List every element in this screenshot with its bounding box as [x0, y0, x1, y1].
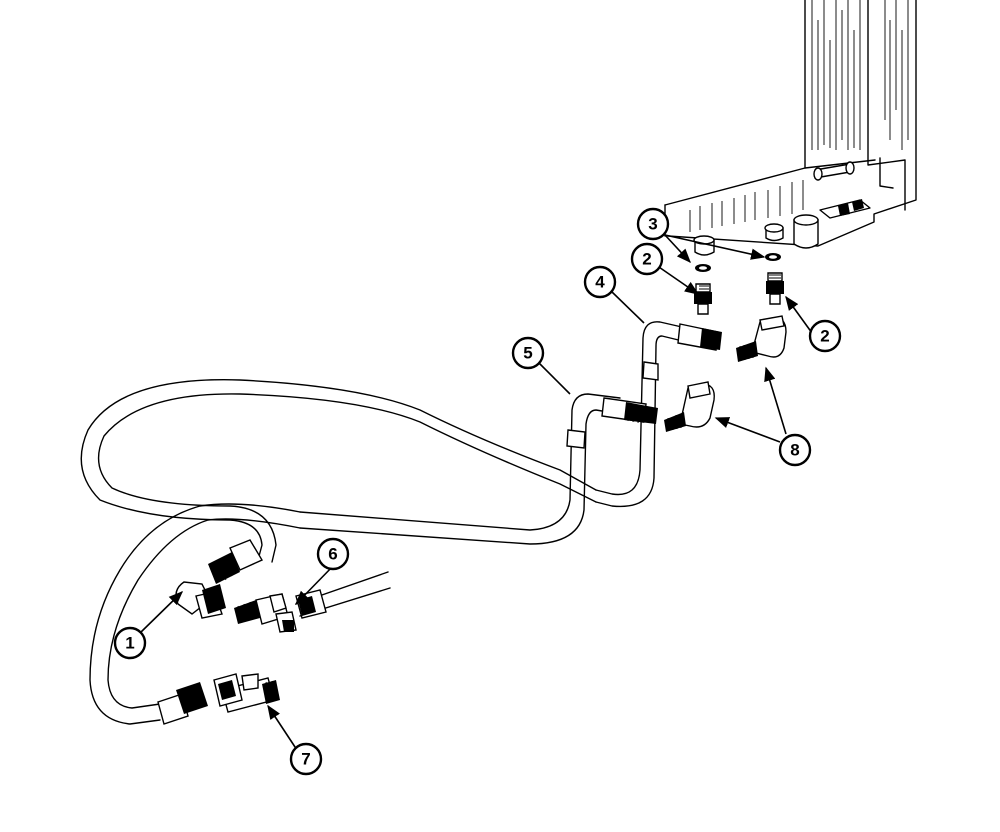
hose-line-5: [299, 393, 658, 545]
tank-housing: [664, 0, 917, 256]
washer-right: [765, 253, 781, 261]
hose-loop: [80, 379, 597, 725]
callout-8-label: 8: [790, 441, 799, 460]
callout-3: 3: [636, 207, 670, 241]
callout-7: 7: [289, 742, 323, 776]
callout-5: 5: [511, 336, 545, 370]
callout-2-left: 2: [630, 242, 664, 276]
connector-6: [234, 571, 391, 633]
elbow-lower: [664, 381, 715, 432]
callout-4-label: 4: [595, 273, 605, 292]
callout-6-label: 6: [328, 545, 337, 564]
callout-3-label: 3: [648, 215, 657, 234]
adapter-right: [766, 272, 784, 305]
tank-port-right: [764, 223, 784, 242]
callout-1-label: 1: [125, 634, 134, 653]
callout-4: 4: [583, 265, 617, 299]
hose-end-fitting-upper: [208, 539, 264, 584]
callout-5-label: 5: [523, 344, 532, 363]
elbow-fitting-1: [175, 581, 226, 619]
callout-6: 6: [316, 537, 350, 571]
adapter-left: [694, 283, 712, 315]
callout-2-right: 2: [808, 319, 842, 353]
callout-7-label: 7: [301, 750, 310, 769]
callout-2-left-label: 2: [642, 250, 651, 269]
callout-2-right-label: 2: [820, 327, 829, 346]
callout-1: 1: [113, 626, 147, 660]
hose-end-fitting-lower: [157, 682, 208, 725]
elbow-upper: [736, 315, 787, 362]
hose-line-4: [595, 321, 722, 508]
tee-fitting-7: [213, 673, 280, 713]
callout-8: 8: [778, 433, 812, 467]
tank-port-boss: [793, 214, 819, 249]
washer-left: [695, 264, 711, 272]
leader-lines: [139, 234, 813, 751]
